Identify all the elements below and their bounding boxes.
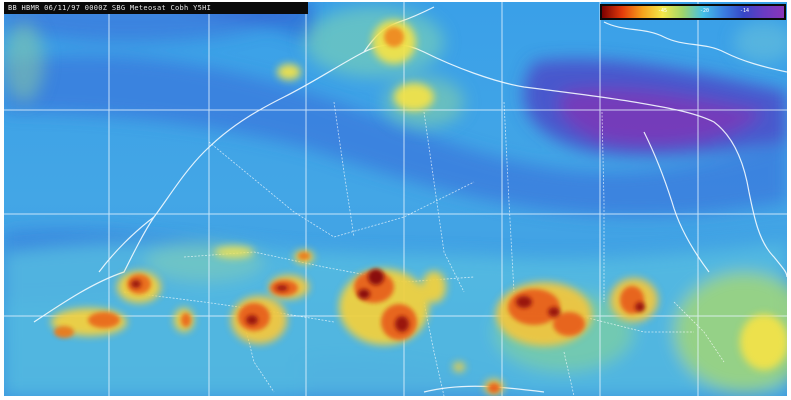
convective-clusters xyxy=(51,20,787,395)
image-header-label: BB HBMR 06/11/97 0000Z SBG Meteosat Cobh… xyxy=(4,2,308,14)
satellite-image-frame: BB HBMR 06/11/97 0000Z SBG Meteosat Cobh… xyxy=(4,2,787,396)
colour-scale-gradient xyxy=(602,6,784,18)
colour-scale-label: -45 xyxy=(658,8,668,14)
colour-scale-bar: -45 -20 -14 xyxy=(600,4,786,20)
graticule xyxy=(4,2,787,396)
colour-scale-label: -14 xyxy=(740,8,750,14)
colour-scale-label: -20 xyxy=(700,8,710,14)
water-vapour-map xyxy=(4,2,787,396)
